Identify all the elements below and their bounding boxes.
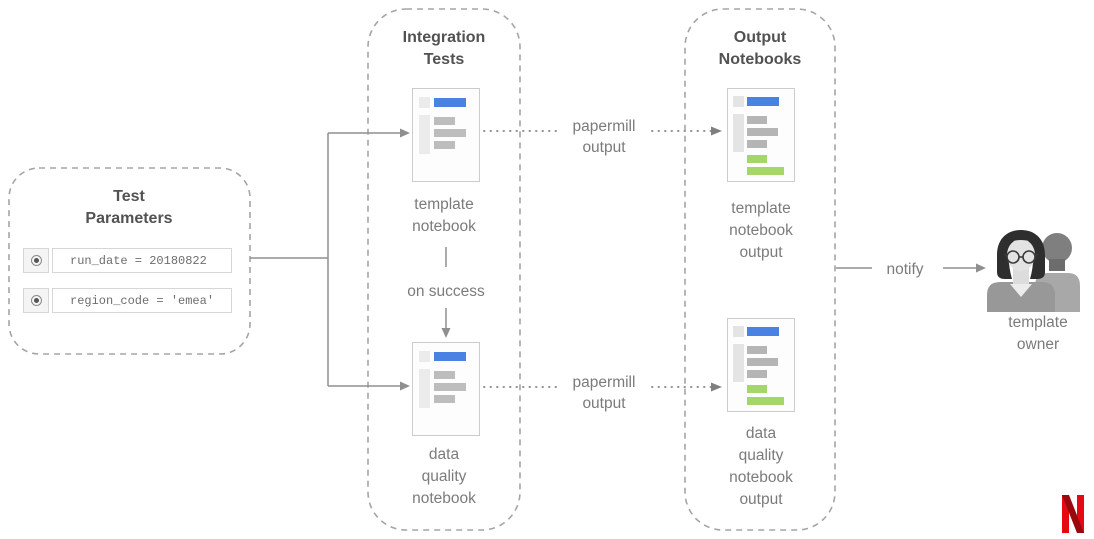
template-owner-label: template owner [1008,314,1068,353]
template-owner-icon [983,228,1087,312]
integration-tests-title: Integration Tests [402,29,486,68]
notify-label: notify [886,261,924,278]
test-parameters-title: Test Parameters [85,188,173,227]
on-success-label: on success [407,283,485,300]
param-value-region-code[interactable]: region_code = 'emea' [52,288,232,313]
arrowhead-on-success [441,328,451,338]
test-parameters-container-border [8,167,251,355]
param-radio-button[interactable] [23,288,49,313]
papermill-output-top-label: papermill output [572,118,636,156]
papermill-output-bottom-label: papermill output [572,374,636,412]
data-quality-notebook-icon [412,342,480,436]
param-value-run-date[interactable]: run_date = 20180822 [52,248,232,273]
integration-tests-container-border [367,8,521,531]
netflix-logo-icon [1061,495,1085,533]
radio-icon [30,255,42,266]
output-notebooks-container-border [684,8,836,531]
data-quality-notebook-output-icon [727,318,795,412]
arrowhead-papermill-bottom [711,382,722,392]
param-radio-button[interactable] [23,248,49,273]
template-notebook-label: template notebook [412,196,476,235]
glasses-icon [1003,250,1039,264]
data-quality-notebook-output-label: data quality notebook output [729,425,793,508]
edge-params-to-tests [250,132,401,387]
param-row-region-code: region_code = 'emea' [23,288,232,313]
output-notebooks-title: Output Notebooks [718,29,802,68]
arrowhead-papermill-top [711,126,722,136]
data-quality-notebook-label: data quality notebook [412,446,476,507]
arrowhead-to-dq-notebook [400,381,410,391]
arrowhead-notify [976,263,986,273]
template-notebook-icon [412,88,480,182]
template-notebook-output-label: template notebook output [729,200,793,261]
param-row-run-date: run_date = 20180822 [23,248,232,273]
arrowhead-to-template-notebook [400,128,410,138]
radio-icon [30,295,42,306]
template-notebook-output-icon [727,88,795,182]
